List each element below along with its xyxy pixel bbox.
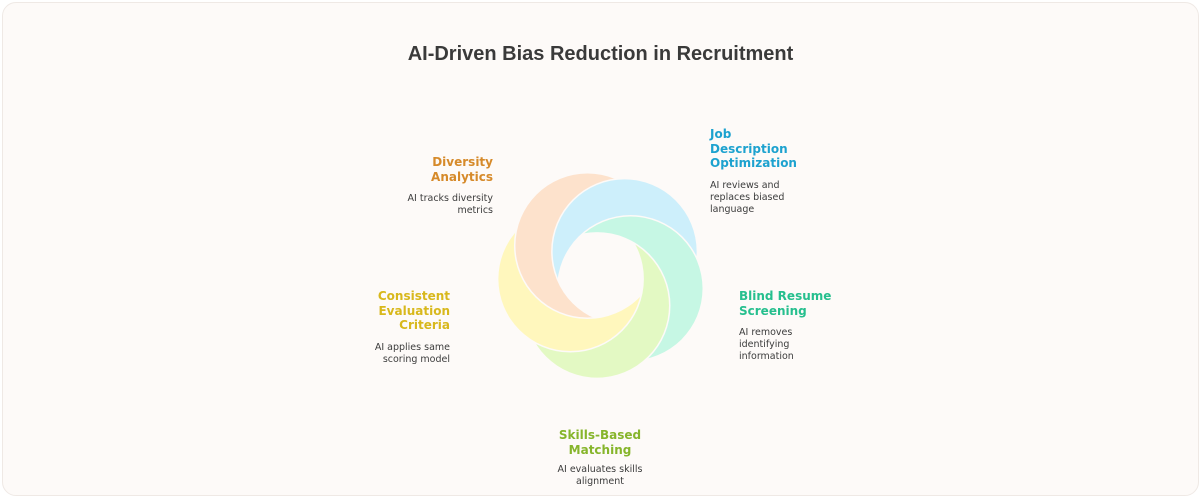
job-description: AI reviews and replaces biased language <box>710 179 785 215</box>
petal-job <box>552 179 697 324</box>
label-consistent-evaluation-criteria: Consistent Evaluation Criteria AI applie… <box>310 289 450 366</box>
label-blind-resume-screening: Blind Resume Screening AI removes identi… <box>739 289 879 363</box>
blind-description: AI removes identifying information <box>739 327 794 362</box>
petal-flower-diagram <box>498 173 703 378</box>
consistent-title: Consistent Evaluation Criteria <box>377 289 450 332</box>
consistent-description: AI applies same scoring model <box>374 341 450 365</box>
label-diversity-analytics: Diversity Analytics AI tracks diversity … <box>353 155 493 217</box>
skills-title: Skills-Based Matching <box>558 428 642 457</box>
diversity-title: Diversity Analytics <box>431 155 493 184</box>
blind-title: Blind Resume Screening <box>739 289 832 318</box>
page-title: AI-Driven Bias Reduction in Recruitment <box>407 43 794 65</box>
diversity-description: AI tracks diversity metrics <box>407 193 493 216</box>
label-job-description-optimization: Job Description Optimization AI reviews … <box>710 127 850 216</box>
label-skills-based-matching: Skills-Based Matching AI evaluates skill… <box>525 428 675 488</box>
job-title: Job Description Optimization <box>710 127 797 170</box>
skills-description: AI evaluates skills alignment <box>557 464 643 487</box>
